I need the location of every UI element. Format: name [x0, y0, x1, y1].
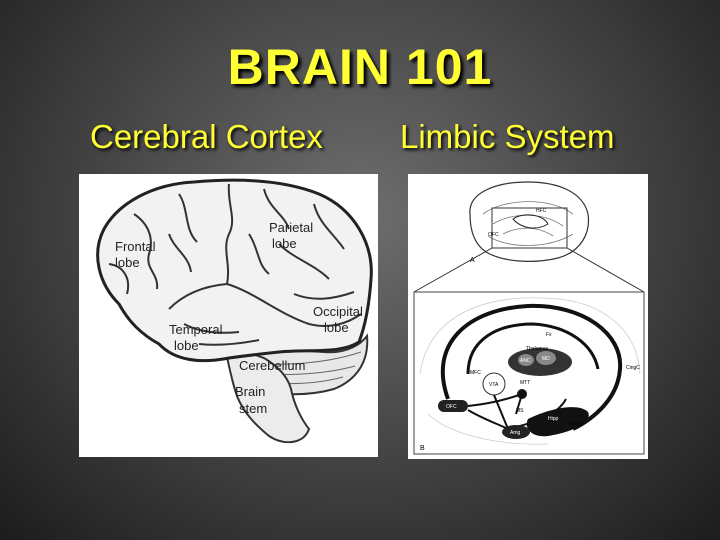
label-vta: VTA: [489, 382, 499, 388]
label-parietal-2: lobe: [272, 236, 297, 251]
label-brainstem-2: stem: [239, 401, 267, 416]
label-ms: MS: [516, 408, 524, 414]
label-parietal-1: Parietal: [269, 220, 313, 235]
label-thalamus: Thalamus: [526, 346, 548, 352]
label-md: MD: [542, 356, 550, 362]
label-frontal-1: Frontal: [115, 239, 156, 254]
limbic-system-heading: Limbic System: [400, 118, 615, 156]
limbic-system-image: OFC HFC A Thalamus ANC MD Fx CingC MFC V…: [408, 174, 648, 459]
label-temporal-1: Temporal: [169, 322, 223, 337]
label-brainstem-1: Brain: [235, 384, 265, 399]
label-frontal-2: lobe: [115, 255, 140, 270]
slide-title: BRAIN 101: [0, 38, 720, 96]
label-anc: ANC: [520, 358, 531, 364]
label-cingc: CingC: [626, 365, 640, 371]
label-mfc: MFC: [470, 370, 481, 376]
label-cerebellum: Cerebellum: [239, 358, 305, 373]
label-mtt: MTT: [520, 380, 530, 386]
label-ofc: OFC: [446, 404, 457, 410]
label-occipital-2: lobe: [324, 320, 349, 335]
label-occipital-1: Occipital: [313, 304, 363, 319]
svg-text:HFC: HFC: [536, 208, 547, 214]
inset-brain-outline: [470, 182, 589, 261]
label-hipp: Hipp: [548, 416, 559, 422]
label-fx: Fx: [546, 332, 552, 338]
panel-b-label: B: [420, 445, 425, 452]
svg-text:OFC: OFC: [488, 232, 499, 238]
cerebral-cortex-heading: Cerebral Cortex: [90, 118, 323, 156]
label-temporal-2: lobe: [174, 338, 199, 353]
label-phgc: PHgC: [570, 422, 584, 428]
cerebral-cortex-image: Frontal lobe Parietal lobe Occipital lob…: [79, 174, 378, 457]
label-amg: Amg: [510, 430, 521, 436]
